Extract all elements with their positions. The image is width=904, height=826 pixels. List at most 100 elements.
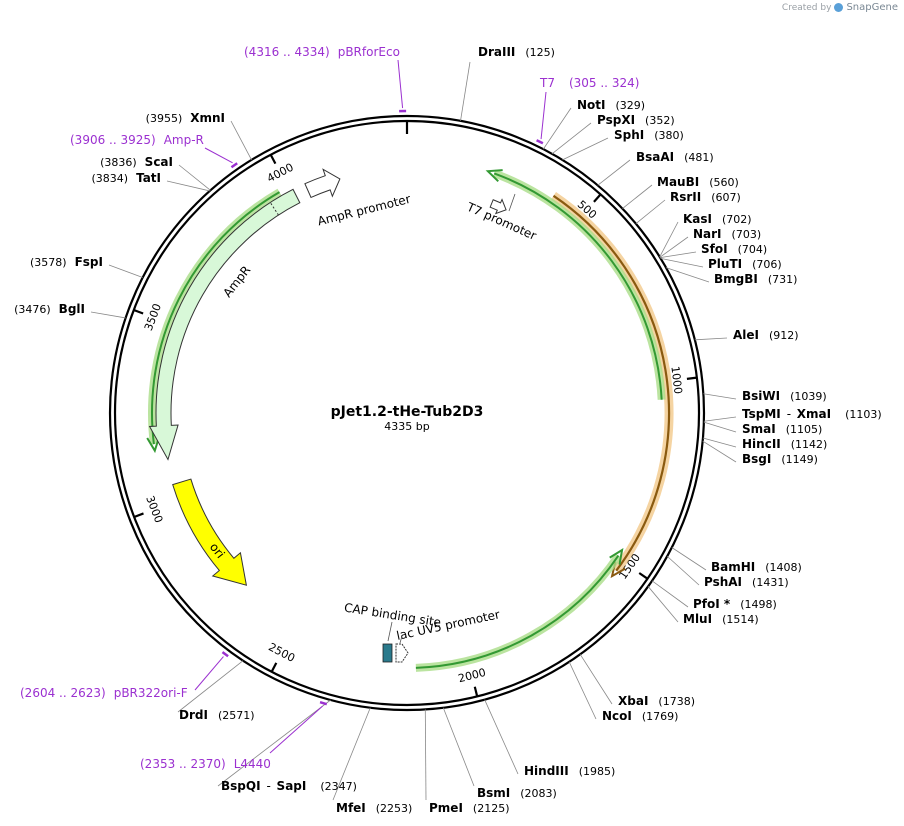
green-feature-line [415,555,620,669]
backbone [108,114,706,712]
primer-binding-mark [230,162,238,169]
enzyme-site[interactable]: BsmI(2083) [477,786,557,800]
enzyme-site[interactable]: FspI(3578) [30,255,103,269]
enzyme-site[interactable]: MauBI(560) [657,175,739,189]
enzyme-name: XmnI [190,111,225,125]
enzyme-position: (352) [645,114,675,127]
enzyme-site[interactable]: MluI(1514) [683,612,759,626]
enzyme-site[interactable]: ScaI(3836) [100,155,173,169]
primer-site[interactable]: (305 .. 324)T7 [539,76,639,90]
enzyme-leader [659,236,689,258]
enzyme-name: DraIII [478,45,515,59]
enzyme-position: (2253) [376,802,413,815]
enzyme-site[interactable]: DrdI (2571) [179,708,255,722]
enzyme-site[interactable]: HincII(1142) [742,437,827,451]
enzyme-site[interactable]: MfeI (2253) [336,801,412,815]
enzyme-name: TatI [136,171,161,185]
enzyme-leader [484,699,519,775]
center-label: pJet1.2-tHe-Tub2D3 4335 bp [331,404,484,433]
enzyme-name: DrdI [179,708,208,722]
enzyme-site[interactable]: BmgBI(731) [714,272,797,286]
ampr-divider [269,202,279,216]
enzyme-leader [703,393,737,400]
enzyme-position: (607) [711,191,741,204]
enzyme-position: (731) [768,273,798,286]
enzyme-site[interactable]: BamHI(1408) [711,560,802,574]
enzyme-site[interactable]: PfoI *(1498) [693,597,777,611]
primer-range: (2353 .. 2370) [140,757,226,771]
enzyme-leader [703,421,737,433]
enzyme-site[interactable]: TspMI-XmaI(1103) [742,407,882,421]
tick-label: 2000 [457,666,487,685]
enzyme-site[interactable]: TatI(3834) [91,171,161,185]
primer-site[interactable]: (2604 .. 2623)pBR322ori-F [20,686,188,700]
enzyme-site[interactable]: XmnI(3955) [146,111,225,125]
ori-feature [172,478,248,586]
enzyme-position: (702) [722,213,752,226]
primer-leader [397,59,404,109]
primer-site[interactable]: (3906 .. 3925)Amp-R [70,133,204,147]
enzyme-name: TspMI [742,407,781,421]
tick-mark [270,662,278,673]
enzyme-site[interactable]: BglI(3476) [14,302,85,316]
enzyme-name: BglI [59,302,85,316]
enzyme-site[interactable]: SphI(380) [614,128,684,142]
enzyme-site[interactable]: KasI (702) [683,212,752,226]
enzyme-site[interactable]: XbaI(1738) [618,694,695,708]
enzyme-name: KasI [683,212,712,226]
enzyme-leader [597,159,631,186]
enzyme-leader [568,661,597,720]
enzyme-name: ScaI [145,155,173,169]
enzyme-name: HincII [742,437,781,451]
primer-sites: (4316 .. 4334)pBRforEco (305 .. 324)T7 (39… [20,45,639,771]
primer-leader [194,656,224,691]
enzyme-name: BsgI [742,452,771,466]
primer-name: pBRforEco [338,45,400,59]
enzyme-site[interactable]: PmeI(2125) [429,801,509,815]
enzyme-leader [551,122,592,155]
enzyme-sites: DraIII(125) NotI(329)PspXI(352)SphI(380) B… [14,45,882,815]
enzyme-leader [166,180,210,192]
enzyme-position: (1149) [781,453,818,466]
enzyme-name: BsiWI [742,389,780,403]
enzyme-site[interactable]: PluTI(706) [708,257,782,271]
tick-mark [593,193,602,203]
enzyme-leader [460,61,471,121]
enzyme-leader [666,555,700,586]
enzyme-leader [635,199,666,225]
enzyme-separator: - [267,779,271,793]
enzyme-name: PluTI [708,257,742,271]
primer-binding-mark [319,701,328,706]
enzyme-site[interactable]: BsaAI(481) [636,150,714,164]
enzyme-name: RsrII [670,190,701,204]
enzyme-site[interactable]: PshAI(1431) [704,575,789,589]
enzyme-site[interactable]: NarI(703) [693,227,761,241]
enzyme-position: (2571) [218,709,255,722]
enzyme-site[interactable]: PspXI(352) [597,113,675,127]
enzyme-leader [424,709,427,801]
primer-site[interactable]: (2353 .. 2370)L4440 [140,757,271,771]
enzyme-name: BamHI [711,560,755,574]
enzyme-site[interactable]: BsgI (1149) [742,452,818,466]
enzyme-site[interactable]: AleI(912) [733,328,799,342]
enzyme-name: MfeI [336,801,366,815]
enzyme-name: XbaI [618,694,648,708]
enzyme-site[interactable]: BspQI-SapI(2347) [221,779,357,793]
enzyme-site[interactable]: HindIII(1985) [524,764,615,778]
enzyme-site[interactable]: NcoI(1769) [602,709,678,723]
enzyme-name: FspI [75,255,103,269]
enzyme-site[interactable]: SfoI(704) [701,242,767,256]
primer-name: Amp-R [164,133,204,147]
enzyme-name: PshAI [704,575,742,589]
enzyme-position: (329) [616,99,646,112]
enzyme-site[interactable]: BsiWI(1039) [742,389,827,403]
enzyme-site[interactable]: DraIII(125) [478,45,555,59]
enzyme-name: BsmI [477,786,510,800]
enzyme-site[interactable]: RsrII (607) [670,190,741,204]
enzyme-site[interactable]: NotI(329) [577,98,645,112]
enzyme-site[interactable]: SmaI(1105) [742,422,822,436]
enzyme-leader [647,586,679,623]
primer-site[interactable]: (4316 .. 4334)pBRforEco [244,45,400,59]
enzyme-leader [562,137,609,161]
primer-leader [204,147,233,164]
